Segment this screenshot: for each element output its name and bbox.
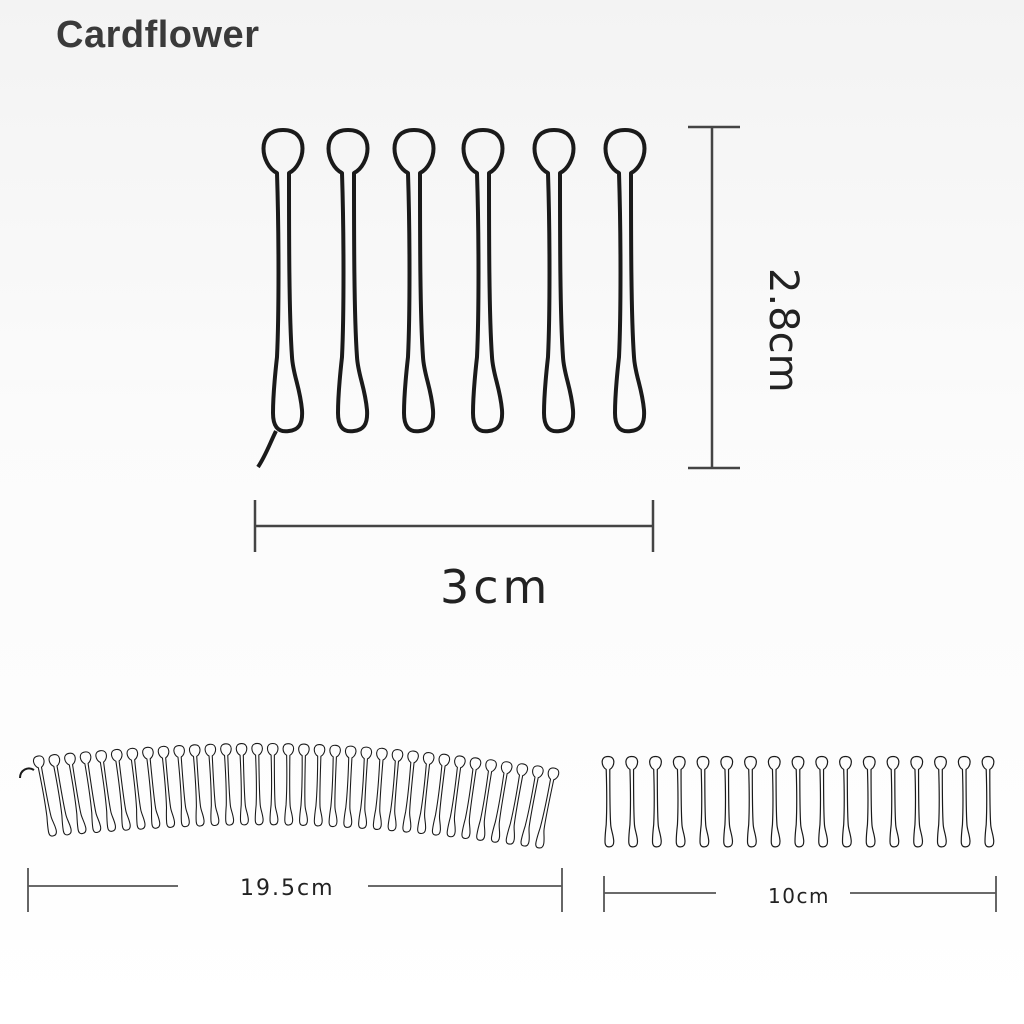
comb-tooth bbox=[601, 755, 615, 848]
comb-tooth bbox=[414, 751, 436, 835]
comb-tooth bbox=[172, 744, 191, 828]
brand-watermark: Cardflower bbox=[56, 14, 260, 56]
long-strip-dimension bbox=[27, 868, 563, 912]
comb-tooth bbox=[369, 747, 389, 831]
comb-tooth bbox=[266, 742, 279, 826]
comb-tooth bbox=[204, 743, 220, 827]
comb-tooth bbox=[325, 744, 342, 828]
comb-tooth bbox=[355, 746, 373, 830]
short-strip-label: 10cm bbox=[768, 884, 830, 908]
comb-tooth bbox=[532, 128, 576, 434]
comb-tooth bbox=[47, 753, 73, 837]
comb-tooth bbox=[311, 743, 326, 827]
comb-tooth bbox=[603, 128, 647, 434]
height-label: 2.8cm bbox=[760, 268, 806, 393]
comb-tooth bbox=[392, 128, 436, 434]
comb-tooth bbox=[910, 755, 924, 848]
comb-tooth bbox=[340, 745, 357, 829]
comb-tooth bbox=[219, 743, 235, 826]
comb-tooth bbox=[791, 755, 805, 848]
comb-tooth bbox=[981, 755, 995, 848]
comb-tooth bbox=[531, 766, 561, 850]
comb-tooth bbox=[251, 742, 264, 826]
comb-tooth bbox=[399, 749, 420, 834]
strip-end-hook bbox=[19, 767, 35, 779]
comb-tooth bbox=[862, 755, 876, 848]
comb-tooth bbox=[79, 750, 102, 834]
short-comb-strip bbox=[601, 755, 995, 848]
comb-tooth bbox=[767, 755, 781, 848]
comb-tooth bbox=[625, 755, 639, 848]
width-label: 3cm bbox=[440, 560, 551, 614]
comb-tooth bbox=[326, 128, 370, 434]
long-strip-label: 19.5cm bbox=[240, 876, 335, 901]
comb-tooth bbox=[428, 753, 451, 837]
long-comb-strip bbox=[19, 742, 561, 850]
height-dimension bbox=[688, 125, 740, 470]
width-dimension bbox=[253, 500, 655, 552]
comb-tooth bbox=[934, 755, 947, 848]
comb-tooth bbox=[261, 128, 305, 434]
comb-tooth bbox=[744, 755, 757, 848]
comb-tooth bbox=[696, 755, 710, 848]
comb-tooth bbox=[886, 755, 900, 848]
closeup-comb bbox=[256, 128, 647, 469]
comb-tooth bbox=[672, 755, 686, 848]
comb-tooth bbox=[126, 747, 147, 831]
comb-tooth bbox=[384, 748, 404, 832]
comb-tooth bbox=[63, 751, 88, 836]
comb-tooth bbox=[517, 764, 545, 848]
comb-tooth bbox=[235, 742, 250, 826]
comb-tooth bbox=[281, 743, 295, 826]
comb-tooth bbox=[141, 746, 161, 830]
comb-tooth bbox=[487, 760, 514, 844]
short-strip-dimension bbox=[603, 876, 997, 912]
comb-tooth bbox=[957, 755, 971, 848]
comb-tooth bbox=[839, 755, 852, 848]
comb-tooth bbox=[110, 748, 132, 832]
comb-tooth bbox=[815, 755, 829, 848]
comb-tooth bbox=[157, 745, 176, 829]
comb-tooth bbox=[720, 755, 734, 848]
comb-tooth bbox=[296, 743, 310, 827]
comb-tooth bbox=[188, 743, 205, 827]
comb-tooth bbox=[649, 755, 662, 848]
comb-tooth bbox=[461, 128, 505, 434]
comb-tooth bbox=[443, 754, 467, 838]
